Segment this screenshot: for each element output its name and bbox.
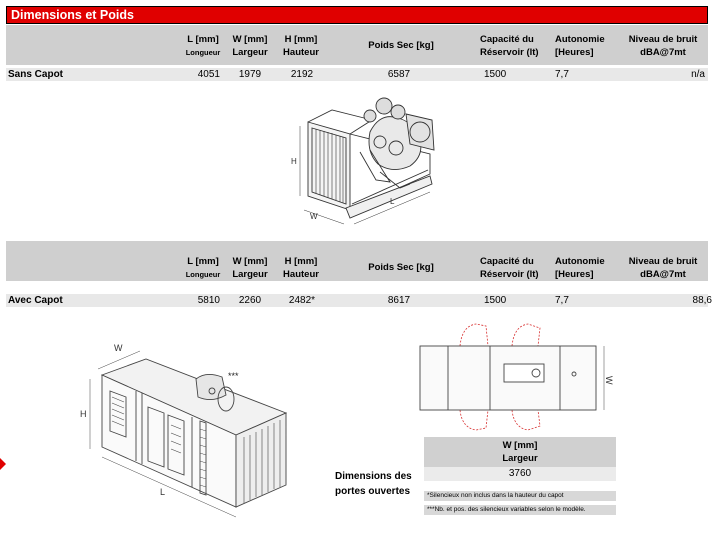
header-noise: Niveau de bruit dBA@7mt	[628, 256, 698, 280]
row-label: Avec Capot	[8, 295, 63, 306]
row-noise: 88,6	[692, 295, 712, 306]
canopy-generator-drawing: H W L ***	[80, 343, 288, 518]
header-height: H [mm] Hauteur	[283, 34, 319, 58]
drawing-label-w: W	[114, 343, 123, 353]
row-weight: 6587	[387, 69, 411, 80]
row-label: Sans Capot	[8, 69, 64, 80]
row-weight: 8617	[387, 295, 411, 306]
note-silencer-count: ***Nb. et pos. des silencieux variables …	[424, 505, 616, 515]
drawing-label-w: W	[310, 212, 318, 221]
table-header-sans-capot: L [mm] Longueur W [mm] Largeur H [mm] Ha…	[6, 25, 708, 65]
row-length: 5810	[197, 295, 220, 306]
page-marker-icon	[0, 458, 6, 470]
row-autonomy: 7,7	[555, 69, 569, 80]
row-width: 2260	[238, 295, 262, 306]
header-tank: Capacité du Réservoir (lt)	[480, 34, 539, 58]
header-weight: Poids Sec [kg]	[368, 40, 434, 51]
header-width: W [mm] Largeur	[232, 256, 268, 280]
header-autonomy: Autonomie [Heures]	[555, 256, 605, 280]
header-length: L [mm] Longueur	[185, 34, 221, 57]
section-title: Dimensions et Poids	[6, 6, 708, 24]
top-view-open-doors-drawing: W	[419, 323, 614, 431]
table-header-avec-capot: L [mm] Longueur W [mm] Largeur H [mm] Ha…	[6, 241, 708, 281]
row-width: 1979	[238, 69, 262, 80]
header-noise: Niveau de bruit dBA@7mt	[628, 34, 698, 58]
row-noise: n/a	[691, 69, 705, 80]
row-height: 2482*	[288, 295, 316, 306]
note-silencer-height: *Silencieux non inclus dans la hauteur d…	[424, 491, 616, 501]
row-length: 4051	[197, 69, 220, 80]
table-row-sans-capot: Sans Capot 4051 1979 2192 6587 1500 7,7 …	[6, 68, 708, 81]
header-autonomy: Autonomie [Heures]	[555, 34, 605, 58]
row-tank: 1500	[484, 295, 507, 306]
open-doors-label: Dimensions des portes ouvertes	[335, 471, 412, 497]
row-tank: 1500	[484, 69, 507, 80]
drawing-label-w: W	[604, 376, 614, 385]
table-row-avec-capot: Avec Capot 5810 2260 2482* 8617 1500 7,7…	[6, 294, 712, 307]
open-doors-value: 3760	[424, 467, 616, 481]
drawing-label-h: H	[80, 409, 87, 419]
header-weight: Poids Sec [kg]	[368, 262, 434, 273]
drawing-label-h: H	[291, 157, 297, 166]
drawing-label-l: L	[390, 197, 395, 206]
header-length: L [mm] Longueur	[185, 256, 221, 279]
silencer-note-marker: ***	[228, 371, 239, 381]
open-doors-header: W [mm] Largeur	[424, 437, 616, 467]
row-height: 2192	[290, 69, 314, 80]
row-autonomy: 7,7	[555, 295, 569, 306]
open-generator-drawing: H W L	[291, 97, 435, 225]
header-width: W [mm] Largeur	[232, 34, 268, 58]
header-tank: Capacité du Réservoir (lt)	[480, 256, 539, 280]
header-height: H [mm] Hauteur	[283, 256, 319, 280]
drawing-label-l: L	[160, 487, 165, 497]
